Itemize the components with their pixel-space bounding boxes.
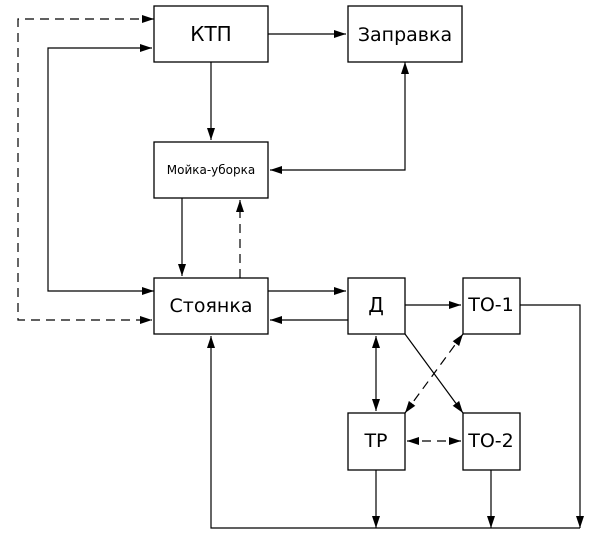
label-to1: ТО-1 — [467, 294, 514, 316]
box-to2 — [462, 412, 521, 471]
label-d: Д — [368, 293, 384, 317]
label-to2: ТО-2 — [467, 430, 514, 452]
box-d — [347, 277, 406, 335]
return-line-to-stoyanka — [207, 336, 580, 529]
box-to1 — [462, 277, 521, 335]
label-moyka: Мойка-уборка — [167, 163, 256, 177]
label-stoyanka: Стоянка — [170, 295, 253, 317]
arrow-zapravka-moyka — [270, 62, 409, 174]
box-stoyanka — [153, 277, 269, 335]
label-ktp: КТП — [190, 22, 231, 46]
label-zapravka: Заправка — [358, 24, 452, 46]
arrow-stoyanka-ktp — [47, 44, 154, 295]
box-moyka — [153, 141, 269, 199]
arrow-ktp-stoyanka-dashed — [17, 15, 154, 324]
box-ktp — [153, 5, 269, 63]
label-tr: ТР — [363, 430, 387, 452]
arrow-tr-to1-dashed — [404, 333, 464, 414]
arrow-to1-return — [520, 304, 584, 528]
box-zapravka — [347, 5, 463, 63]
